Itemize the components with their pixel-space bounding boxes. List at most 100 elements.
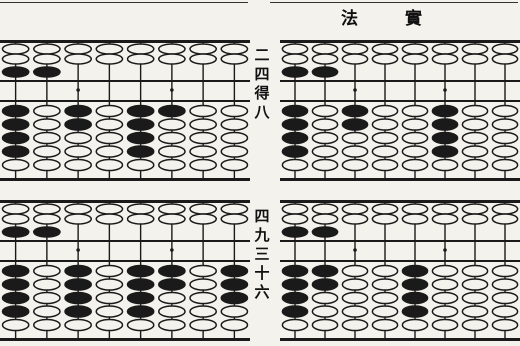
abacus-bead-lower [341, 278, 369, 291]
abacus-bead-lower [33, 291, 61, 305]
abacus-bead-lower [311, 264, 339, 278]
abacus-bead-upper [158, 43, 186, 55]
abacus-bead-lower [311, 158, 339, 172]
abacus-bead-lower [220, 305, 249, 318]
abacus-bead-lower [431, 264, 459, 278]
abacus-bead-lower [33, 278, 61, 291]
abacus-bead-upper [281, 203, 309, 215]
abacus-bead-upper [461, 203, 489, 215]
abacus-bead-lower [401, 278, 429, 291]
abacus-bead-upper [341, 43, 369, 55]
abacus-bead-lower [491, 278, 519, 291]
abacus-bottom-right [280, 200, 520, 341]
abacus-bead-lower [1, 145, 30, 158]
abacus-bead-lower [158, 305, 186, 318]
abacus-frame-top [0, 200, 250, 203]
abacus-bead-lower [158, 145, 186, 158]
abacus-bead-lower [401, 305, 429, 318]
abacus-top-left [0, 40, 250, 181]
abacus-bead-lower [311, 104, 339, 118]
abacus-bead-lower [491, 291, 519, 305]
abacus-bead-lower [220, 158, 249, 172]
abacus-bead-lower [401, 318, 429, 332]
abacus-bead-lower [431, 291, 459, 305]
abacus-bead-lower [371, 278, 399, 291]
abacus-bead-lower [220, 118, 249, 131]
abacus-bead-lower [95, 318, 124, 332]
abacus-bead-upper [158, 53, 186, 65]
abacus-bead-upper [1, 203, 30, 215]
abacus-bead-lower [189, 305, 217, 318]
abacus-bead-lower [95, 264, 124, 278]
abacus-bead-lower [371, 264, 399, 278]
abacus-bead-upper [371, 213, 399, 225]
abacus-bead-lower [281, 278, 309, 291]
abacus-bead-lower [431, 145, 459, 158]
abacus-bead-upper [220, 53, 249, 65]
abacus-bead-upper [341, 203, 369, 215]
top-rule-left [0, 2, 248, 3]
abacus-bead-lower [371, 104, 399, 118]
abacus-bead-upper [95, 53, 124, 65]
abacus-bead-upper [220, 203, 249, 215]
abacus-bead-lower [126, 305, 155, 318]
abacus-bead-upper [281, 43, 309, 55]
abacus-bead-lower [431, 278, 459, 291]
abacus-bead-lower [189, 131, 217, 145]
abacus-bead-lower [1, 158, 30, 172]
abacus-bead-lower [33, 318, 61, 332]
abacus-bead-lower [189, 278, 217, 291]
abacus-bead-lower [341, 158, 369, 172]
abacus-bead-lower [126, 158, 155, 172]
abacus-bead-lower [189, 104, 217, 118]
abacus-bead-lower [491, 158, 519, 172]
abacus-bead-upper [189, 43, 217, 55]
abacus-bead-upper [64, 53, 92, 65]
abacus-bead-lower [220, 278, 249, 291]
abacus-bead-upper [33, 203, 61, 215]
abacus-bead-counted [281, 66, 309, 78]
abacus-bead-lower [491, 145, 519, 158]
caption-char: 十 [254, 264, 270, 282]
abacus-bead-upper [311, 203, 339, 215]
abacus-bead-lower [341, 291, 369, 305]
abacus-frame-bottom [0, 178, 250, 181]
abacus-bead-lower [95, 118, 124, 131]
abacus-bead-lower [220, 104, 249, 118]
abacus-bead-lower [64, 278, 92, 291]
abacus-bead-upper [33, 43, 61, 55]
abacus-bead-lower [311, 305, 339, 318]
abacus-bead-upper [431, 53, 459, 65]
abacus-bead-lower [33, 131, 61, 145]
abacus-bead-lower [491, 264, 519, 278]
abacus-top-right [280, 40, 520, 181]
abacus-bead-lower [341, 318, 369, 332]
abacus-bead-lower [431, 158, 459, 172]
abacus-bead-lower [95, 278, 124, 291]
abacus-bead-lower [158, 291, 186, 305]
abacus-bead-upper [220, 43, 249, 55]
abacus-bead-lower [1, 291, 30, 305]
abacus-bead-lower [158, 118, 186, 131]
abacus-bead-lower [189, 318, 217, 332]
abacus-bead-lower [189, 158, 217, 172]
abacus-bead-lower [401, 291, 429, 305]
abacus-bead-lower [126, 264, 155, 278]
caption-char: 三 [254, 245, 270, 263]
abacus-bead-lower [33, 118, 61, 131]
abacus-bead-lower [220, 131, 249, 145]
abacus-bead-lower [461, 318, 489, 332]
abacus-bead-lower [220, 318, 249, 332]
abacus-bead-lower [189, 145, 217, 158]
abacus-bead-counted [311, 66, 339, 78]
caption-char: 九 [254, 226, 270, 244]
abacus-bead-lower [491, 305, 519, 318]
abacus-bead-lower [126, 318, 155, 332]
abacus-bead-lower [33, 158, 61, 172]
caption-char: 得 [254, 84, 270, 102]
abacus-bead-lower [311, 291, 339, 305]
abacus-bead-lower [1, 305, 30, 318]
abacus-bead-lower [126, 145, 155, 158]
heading-method: 法 [341, 9, 359, 29]
abacus-bead-upper [64, 213, 92, 225]
